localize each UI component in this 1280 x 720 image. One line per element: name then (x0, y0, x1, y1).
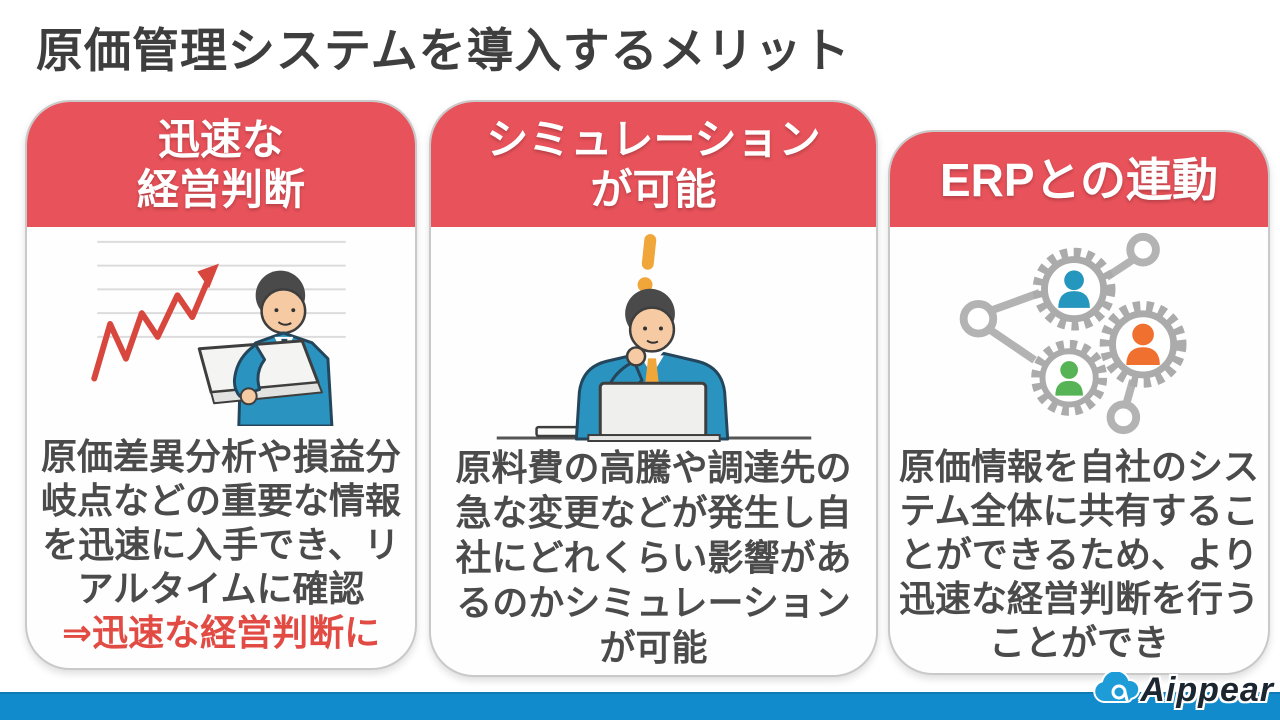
benefit-card-simulation: シミュレーション が可能 原料費の高騰や調達先の 急な変更などが発生し自 社にど… (429, 100, 878, 677)
card-body-text: 原価情報を自社のシス テム全体に共有するこ とができるため、より 迅速な経営判断… (890, 445, 1268, 665)
brand-logo-text: Aippear (1140, 670, 1274, 709)
card-header-line: 迅速な (157, 115, 284, 163)
rising-chart-businessman-icon (91, 240, 346, 426)
pondering-man-illustration (431, 227, 876, 443)
thinking-man-laptop-icon (496, 234, 811, 442)
card-header-line: シミュレーション (486, 115, 821, 163)
card-header-line: 経営判断 (136, 165, 305, 213)
body-line: るのかシミュレーション (456, 582, 851, 623)
body-line: 社にどれくらい影響があ (455, 537, 852, 578)
benefit-card-erp-integration: ERPとの連動 (888, 130, 1270, 675)
page-title: 原価管理システムを導入するメリット (36, 24, 851, 77)
body-line: 迅速な経営判断を行う (898, 578, 1259, 619)
body-line: アルタイムに確認 (77, 568, 365, 609)
card-header: シミュレーション が可能 (431, 102, 876, 227)
body-line: とができるため、より (899, 534, 1259, 575)
connected-gears-people-icon (959, 232, 1187, 435)
footer-bar (0, 692, 1280, 720)
card-header: ERPとの連動 (890, 132, 1268, 227)
body-line: が可能 (599, 627, 708, 668)
card-header-line: が可能 (590, 165, 717, 213)
card-body-text: 原料費の高騰や調達先の 急な変更などが発生し自 社にどれくらい影響があ るのかシ… (431, 445, 876, 670)
body-line: 岐点などの重要な情報 (40, 480, 401, 521)
body-line: ことができ (988, 622, 1169, 663)
body-line: テム全体に共有するこ (899, 490, 1259, 531)
body-line: を迅速に入手でき、リ (42, 524, 400, 565)
card-body-text: 原価差異分析や損益分 岐点などの重要な情報 を迅速に入手でき、リ アルタイムに確… (27, 435, 415, 655)
card-header: 迅速な 経営判断 (27, 102, 415, 227)
gear-blue-person-icon (1032, 247, 1116, 331)
body-line: 原価差異分析や損益分 (40, 436, 401, 477)
cloud-icon (1093, 672, 1141, 703)
card-header-line: ERPとの連動 (939, 153, 1219, 206)
body-line: 急な変更などが発生し自 (455, 492, 852, 533)
gear-green-person-icon (1031, 339, 1108, 416)
gears-network-illustration (890, 227, 1268, 441)
body-line: 原料費の高騰や調達先の (455, 447, 852, 488)
brand-logo: Aippear (1092, 668, 1274, 712)
benefit-card-rapid-decision: 迅速な 経営判断 原価差異 (25, 100, 417, 670)
gear-orange-person-icon (1099, 300, 1187, 388)
body-line: 原価情報を自社のシス (898, 446, 1259, 487)
exclamation-icon (641, 234, 656, 270)
businessman-with-laptop-chart-illustration (27, 227, 415, 427)
card-highlight-text: ⇒迅速な経営判断に (61, 612, 381, 653)
